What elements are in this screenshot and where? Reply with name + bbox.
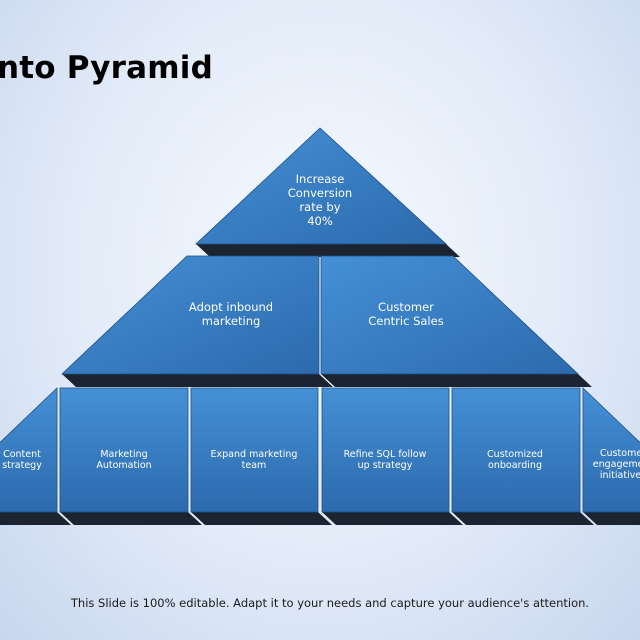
bottom-block-2-shadow	[60, 512, 202, 525]
slide-title: nto Pyramid	[0, 50, 214, 86]
bottom-block-4-label: Refine SQL follow up strategy	[343, 449, 427, 471]
bottom-block-1	[0, 387, 58, 513]
bottom-block-3	[190, 387, 319, 513]
bottom-block-4-shadow	[322, 512, 463, 525]
top-tier-shadow	[196, 244, 460, 257]
middle-left-shadow	[62, 374, 333, 387]
top-tier-label: Increase Conversion rate by 40%	[287, 172, 353, 228]
bottom-block-2-label: Marketing Automation	[96, 449, 152, 471]
bottom-block-6-label: Customer engagement initiatives	[592, 447, 640, 481]
bottom-block-5	[451, 387, 581, 513]
bottom-block-6-shadow	[583, 512, 640, 525]
bottom-block-4	[321, 387, 450, 513]
footer-note: This Slide is 100% editable. Adapt it to…	[70, 596, 590, 610]
bottom-block-3-shadow	[191, 512, 332, 525]
bottom-block-5-label: Customized onboarding	[487, 449, 543, 471]
middle-right-shadow	[321, 374, 592, 387]
middle-right-label: Customer Centric Sales	[368, 300, 444, 328]
bottom-block-5-shadow	[452, 512, 594, 525]
middle-left-label: Adopt inbound marketing	[188, 300, 274, 328]
bottom-block-2	[59, 387, 189, 513]
top-tier-block	[194, 127, 448, 245]
bottom-block-6	[582, 387, 640, 513]
middle-left-block	[60, 255, 320, 375]
bottom-block-1-label: Content strategy	[2, 449, 42, 471]
bottom-block-3-label: Expand marketing team	[210, 449, 298, 471]
bottom-block-1-shadow	[0, 512, 71, 525]
middle-right-block	[320, 255, 580, 375]
